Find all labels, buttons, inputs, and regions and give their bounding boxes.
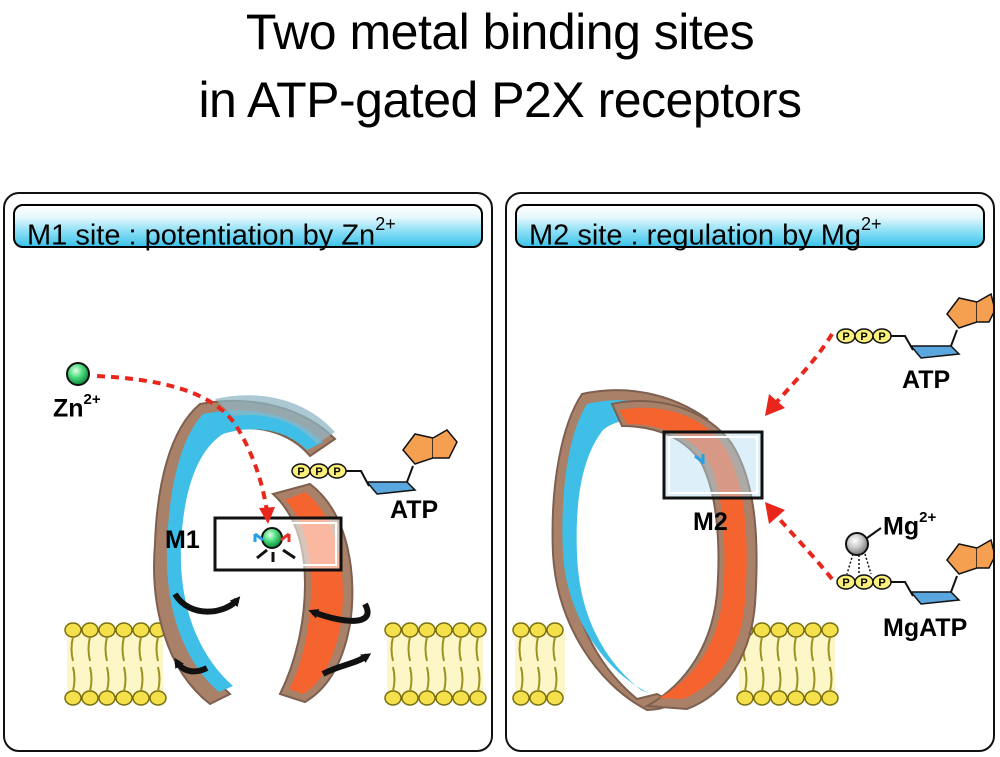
atp-label-right: ATP: [902, 366, 951, 394]
phosphate-label-mg-2: P: [860, 577, 867, 589]
membrane-bilayer-left-m2: [512, 622, 565, 706]
atp-dashed-arrow: [773, 332, 834, 406]
membrane-bilayer-left: [64, 622, 167, 706]
m2-panel-header-charge: 2+: [861, 214, 882, 234]
magnesium-ion-label: Mg2+: [883, 509, 937, 541]
atp-molecule-right: P P P: [836, 292, 993, 359]
conformational-arrows: [172, 592, 372, 677]
phosphate-label-2: P: [315, 466, 322, 478]
m1-site-label: M1: [165, 526, 200, 554]
phosphate-label-top-3: P: [878, 331, 885, 343]
phosphate-label-mg-1: P: [842, 577, 849, 589]
m2-site-box: [662, 430, 764, 500]
mgatp-molecule: P P P: [836, 527, 993, 605]
binding-arrows-icon: [256, 548, 296, 562]
atp-label-left: ATP: [390, 496, 439, 524]
m2-site-label: M2: [693, 508, 728, 536]
m1-panel-header-charge: 2+: [375, 214, 396, 234]
magnesium-ion-label-charge: 2+: [919, 509, 937, 526]
m1-panel-header: M1 site : potentiation by Zn2+: [13, 204, 483, 252]
magnesium-ion: [845, 532, 869, 556]
zinc-ion-label: Zn2+: [53, 391, 101, 423]
phosphate-label-3: P: [333, 466, 340, 478]
zinc-dashed-arrow: [96, 374, 269, 513]
phosphate-label-1: P: [297, 466, 304, 478]
m2-panel-header-text: M2 site : regulation by Mg: [529, 219, 862, 252]
phosphate-label-top-2: P: [860, 331, 867, 343]
orange-subunit-m2: [610, 400, 758, 711]
blue-residue-icon: [253, 532, 264, 542]
mgatp-label: MgATP: [883, 614, 968, 642]
m2-site-panel: M2 site : regulation by Mg2+: [505, 192, 995, 752]
mgatp-dashed-arrow: [773, 512, 834, 581]
figure-title-line-1: Two metal binding sites: [245, 4, 755, 60]
membrane-bilayer-right-m2: [736, 622, 839, 706]
m1-site-panel: M1 site : potentiation by Zn2+: [3, 192, 493, 752]
zinc-ion-label-text: Zn: [53, 394, 84, 423]
zinc-ion-label-charge: 2+: [83, 391, 101, 408]
blue-subunit: [153, 395, 337, 706]
figure-title-line-2: in ATP-gated P2X receptors: [198, 72, 802, 128]
m2-receptor-diagram: P P P P P P: [512, 292, 993, 712]
m2-panel-header: M2 site : regulation by Mg2+: [515, 204, 985, 252]
membrane-bilayer-right: [384, 622, 487, 706]
magnesium-ion-label-text: Mg: [883, 512, 920, 541]
zinc-ion-free: [66, 362, 90, 386]
m2-residue-icon: [694, 454, 705, 464]
m1-panel-header-text: M1 site : potentiation by Zn: [27, 219, 376, 252]
phosphate-label-top-1: P: [842, 331, 849, 343]
phosphate-label-mg-3: P: [878, 577, 885, 589]
red-residue-icon: [280, 532, 291, 542]
m1-receptor-diagram: P P P: [64, 362, 487, 706]
zinc-ion-bound: [261, 527, 283, 549]
atp-molecule-left: P P P: [291, 429, 458, 495]
